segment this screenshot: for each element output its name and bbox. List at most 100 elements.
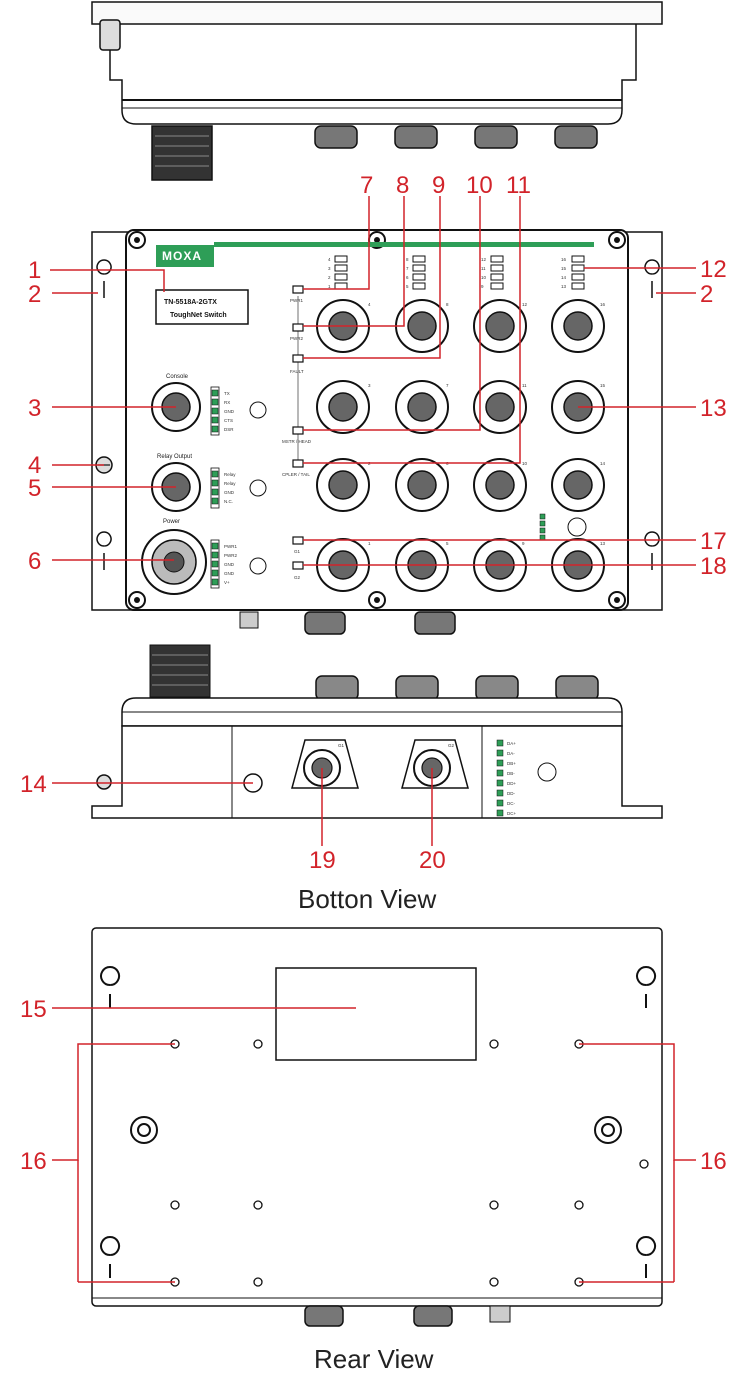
console-pin-1: TX [224,391,230,396]
port-led-column-2: 8 7 6 5 [406,255,426,290]
port-number: 14 [600,461,606,466]
console-pin-2: RX [224,400,230,405]
led-number: 8 [406,257,409,262]
led-number: 14 [561,275,567,280]
fault-led [292,354,304,363]
power-pin-4: GND [224,571,235,576]
relay-pin-1: Relay [224,472,236,477]
cpler-label: CPLER / TAIL [282,472,310,477]
led-number: 1 [328,284,331,289]
callout-1: 1 [28,257,41,284]
led-number: 6 [406,275,409,280]
callout-numbers: 1 2 2 3 4 5 6 7 8 9 10 11 12 13 14 15 16… [20,172,727,1175]
g1-led-label: G1 [294,549,301,554]
model-subtitle: ToughNet Switch [170,312,227,319]
port-number: 15 [600,383,606,388]
callout-10: 10 [466,172,493,199]
callout-leaders [50,196,696,1283]
callout-7: 7 [360,172,373,199]
relay-port-label: Relay Output [157,454,192,460]
power-pin-2: PWR2 [224,553,237,558]
power-pin-1: PWR1 [224,544,237,549]
led-number: 4 [328,257,331,262]
bottom-view-caption: Botton View [298,884,437,914]
callout-13: 13 [700,395,727,422]
gig-pin-2: DA- [507,751,515,756]
g1-led [292,536,304,545]
port-number: 7 [446,383,449,388]
g2-port-label: G2 [448,743,455,748]
callout-12: 12 [700,256,727,283]
callout-17: 17 [700,528,727,555]
front-view: MOXA TN-5518A-2GTX ToughNet Switch Conso… [91,229,663,635]
port-number: 8 [446,302,449,307]
console-port-label: Console [166,374,189,380]
port-number: 5 [446,541,449,546]
port-number: 10 [522,461,528,466]
console-pin-5: DSR [224,427,234,432]
callout-4: 4 [28,452,41,479]
port-number: 9 [522,541,525,546]
callout-15: 15 [20,996,47,1023]
relay-pin-3: GND [224,490,235,495]
callout-3: 3 [28,395,41,422]
power-pin-3: GND [224,562,235,567]
led-number: 7 [406,266,409,271]
callout-2-right: 2 [700,281,713,308]
led-number: 16 [561,257,567,262]
power-pin-5: V+ [224,580,230,585]
port-number: 1 [368,541,371,546]
callout-2-left: 2 [28,281,41,308]
callout-19: 19 [309,847,336,874]
g2-led-label: G2 [294,575,301,580]
gig-pin-1: DA+ [507,741,516,746]
led-number: 2 [328,275,331,280]
led-number: 9 [481,284,484,289]
system-leds: PWR1 PWR2 FAULT MSTR / HEAD CPLER / TAIL… [282,285,312,580]
power-port-label: Power [163,519,180,525]
relay-pin-table: Relay Relay GND N.C. [210,467,267,509]
port-number: 12 [522,302,528,307]
fault-label: FAULT [290,369,304,374]
gig-pin-8: DC+ [507,811,516,816]
model-name: TN-5518A-2GTX [164,299,217,306]
gig-pin-7: DC- [507,801,515,806]
led-number: 13 [561,284,567,289]
console-pin-table: TX RX GND CTS DSR [210,386,267,436]
led-number: 12 [481,257,487,262]
pwr1-label: PWR1 [290,298,303,303]
gig-pin-table: DA+ DA- DB+ DB- DD+ DD- DC- DC+ [496,739,557,817]
gig-pin-5: DD+ [507,781,516,786]
ground-screw-bottom [96,774,112,790]
port-number: 16 [600,302,606,307]
callout-14: 14 [20,771,47,798]
port-number: 11 [522,383,527,388]
gig-pin-3: DB+ [507,761,516,766]
callout-20: 20 [419,847,446,874]
model-label [155,289,249,325]
callout-6: 6 [28,548,41,575]
callout-18: 18 [700,553,727,580]
callout-16-left: 16 [20,1148,47,1175]
port-led-column-3: 12 11 10 9 [481,255,504,290]
g1-port-label: G1 [338,743,345,748]
mstr-led [292,426,304,435]
gig-pin-6: DD- [507,791,515,796]
g2-led [292,561,304,570]
port-number: 4 [368,302,371,307]
callout-5: 5 [28,475,41,502]
led-number: 5 [406,284,409,289]
pwr2-label: PWR2 [290,336,303,341]
bottom-view: G1 G2 DA+ DA- DB+ DB- DD+ DD- DC- DC+ Bo… [91,644,663,914]
mstr-label: MSTR / HEAD [282,439,312,444]
port-number: 3 [368,383,371,388]
ethernet-pin-table [539,513,587,541]
gig-pin-4: DB- [507,771,515,776]
callout-9: 9 [432,172,445,199]
callout-16-right: 16 [700,1148,727,1175]
top-view [91,1,663,181]
console-pin-3: GND [224,409,235,414]
cpler-led [292,459,304,468]
pwr1-led [292,285,304,294]
brand-bar [156,245,214,267]
